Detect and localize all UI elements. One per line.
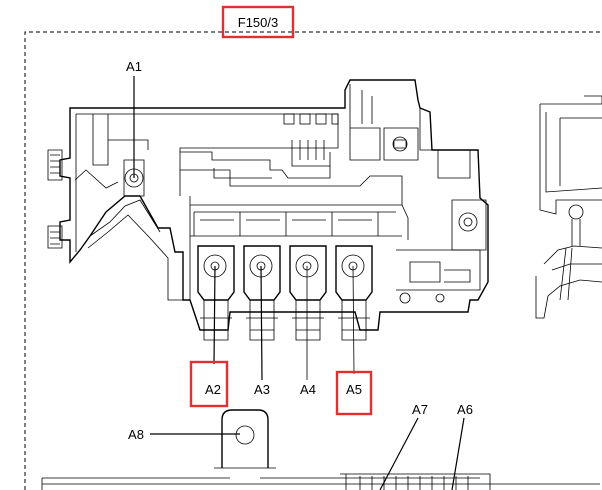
- leader-a5: [352, 265, 355, 375]
- label-a6: A6: [457, 402, 473, 417]
- leader-lines: [133, 76, 465, 490]
- leader-a2: [213, 265, 216, 365]
- label-a5-highlight-box: [335, 370, 373, 416]
- leader-a6: [451, 417, 465, 490]
- title-highlight-box: [221, 5, 295, 39]
- leader-a7: [379, 417, 419, 490]
- label-a1: A1: [126, 59, 142, 74]
- label-a8: A8: [128, 427, 144, 442]
- label-a5: A5: [346, 382, 362, 397]
- callout-labels: A1 A2 A3 A4 A5 A6 A7 A8: [126, 59, 473, 442]
- leader-a3: [260, 265, 263, 381]
- label-a3: A3: [254, 382, 270, 397]
- diagram-title: F150/3: [238, 15, 278, 30]
- right-side-component: [535, 95, 602, 319]
- fuse-box-body: [47, 79, 489, 331]
- bottom-bracket-a8: [41, 409, 600, 490]
- terminal-a2: [197, 245, 235, 341]
- label-a4: A4: [300, 382, 316, 397]
- fuse-terminals: [197, 245, 373, 341]
- label-a7: A7: [412, 402, 428, 417]
- terminal-a4: [289, 245, 327, 341]
- label-a2-highlight-box: [189, 360, 229, 408]
- label-a2: A2: [205, 382, 221, 397]
- dashed-boundary: [24, 31, 602, 490]
